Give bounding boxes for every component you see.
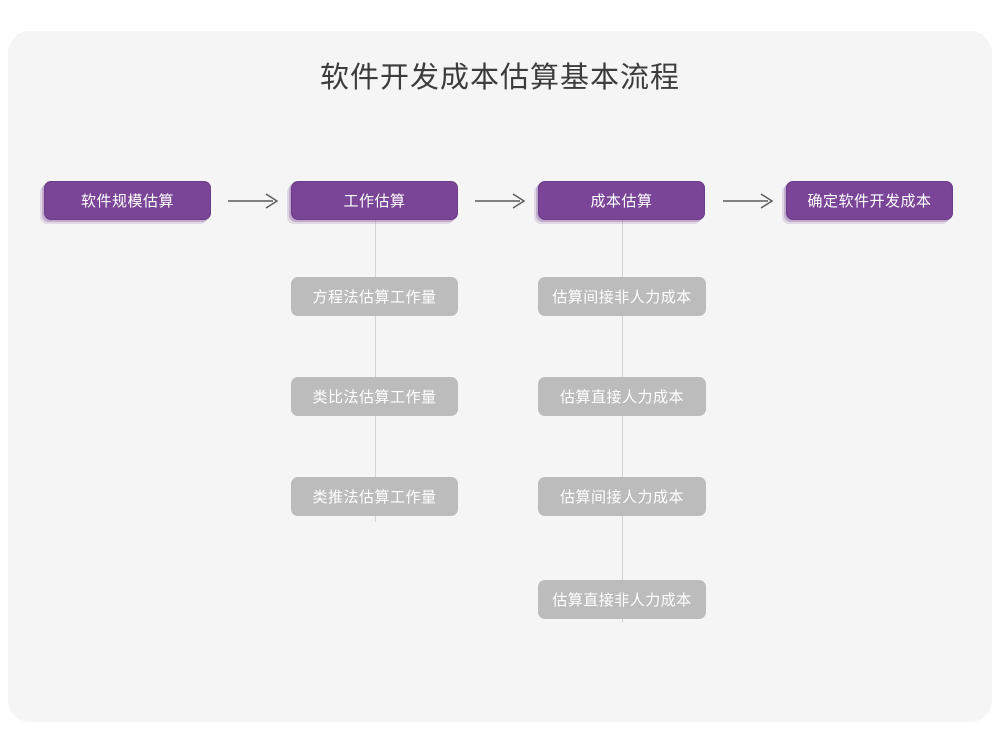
connector-line-cost-column <box>622 212 623 622</box>
connector-line-work-column <box>375 212 376 522</box>
flow-node-cost-estimation[interactable]: 成本估算 <box>538 181 705 220</box>
flow-node-label: 成本估算 <box>590 192 653 210</box>
sub-node-analogy-method-workload[interactable]: 类比法估算工作量 <box>291 377 458 416</box>
sub-node-indirect-nonlabor-cost[interactable]: 估算间接非人力成本 <box>538 277 706 316</box>
sub-node-label: 估算间接非人力成本 <box>552 288 692 306</box>
flow-node-label: 工作估算 <box>343 192 406 210</box>
arrow-step1-to-step2 <box>228 190 280 212</box>
sub-node-inference-method-workload[interactable]: 类推法估算工作量 <box>291 477 458 516</box>
sub-node-label: 估算直接非人力成本 <box>552 591 692 609</box>
flow-node-label: 确定软件开发成本 <box>807 192 932 210</box>
flow-node-determine-development-cost[interactable]: 确定软件开发成本 <box>786 181 953 220</box>
sub-node-direct-nonlabor-cost[interactable]: 估算直接非人力成本 <box>538 580 706 619</box>
sub-node-indirect-labor-cost[interactable]: 估算间接人力成本 <box>538 477 706 516</box>
arrow-step2-to-step3 <box>475 190 527 212</box>
sub-node-label: 估算直接人力成本 <box>559 388 684 406</box>
sub-node-label: 类推法估算工作量 <box>312 488 437 506</box>
arrow-step3-to-step4 <box>723 190 775 212</box>
sub-node-direct-labor-cost[interactable]: 估算直接人力成本 <box>538 377 706 416</box>
diagram-canvas <box>8 31 992 722</box>
flow-node-label: 软件规模估算 <box>80 192 174 210</box>
sub-node-label: 估算间接人力成本 <box>559 488 684 506</box>
sub-node-label: 类比法估算工作量 <box>312 388 437 406</box>
sub-node-equation-method-workload[interactable]: 方程法估算工作量 <box>291 277 458 316</box>
page-title: 软件开发成本估算基本流程 <box>319 60 680 94</box>
flow-node-work-estimation[interactable]: 工作估算 <box>291 181 458 220</box>
sub-node-label: 方程法估算工作量 <box>312 288 437 306</box>
flow-node-software-size-estimation[interactable]: 软件规模估算 <box>44 181 211 220</box>
